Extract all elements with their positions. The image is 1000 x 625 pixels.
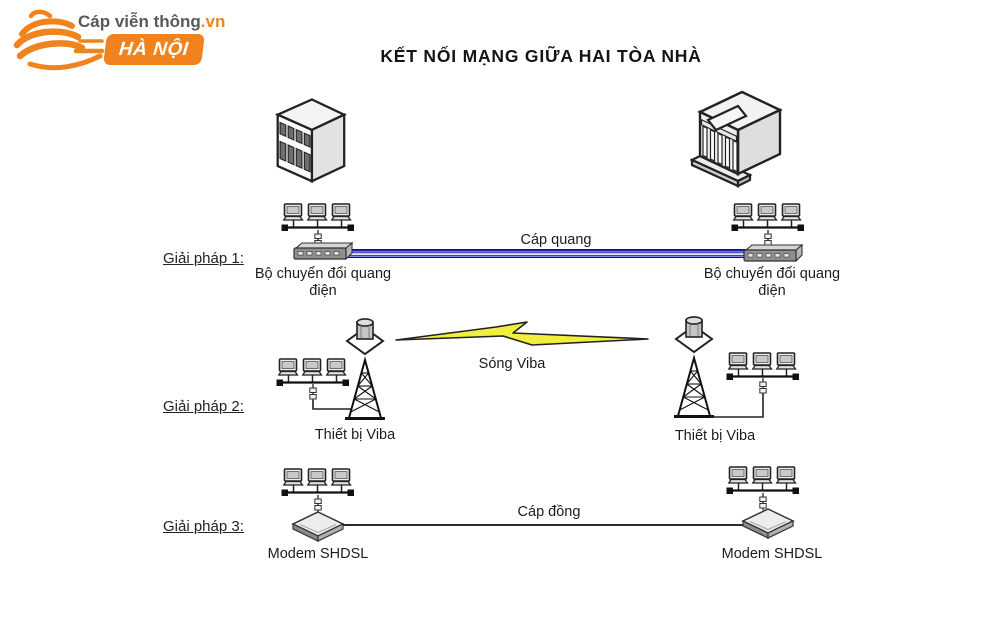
microwave-tower-right-icon bbox=[672, 315, 716, 418]
converter-right-label: Bộ chuyển đổi quang điện bbox=[703, 266, 841, 299]
lan-group-s3-left bbox=[282, 469, 355, 496]
logo-domain-suffix: .vn bbox=[200, 12, 226, 31]
viba-left-label: Thiết bị Viba bbox=[314, 427, 396, 443]
drop-cable-s3-left bbox=[314, 494, 322, 513]
fiber-link-label: Cáp quang bbox=[520, 232, 592, 248]
lan-group-s1-right bbox=[732, 204, 805, 231]
solution2-label: Giải pháp 2: bbox=[163, 398, 244, 415]
logo-brand: Cáp viễn thông bbox=[78, 12, 201, 31]
drop-cable-s3-right bbox=[759, 492, 767, 511]
modem-right-icon bbox=[742, 508, 794, 539]
copper-link-label: Cáp đồng bbox=[517, 504, 581, 520]
site-logo: Cáp viễn thông.vn HÀ NỘI bbox=[10, 4, 225, 76]
tower-feed-line-left bbox=[312, 400, 351, 410]
lan-group-s2-left bbox=[277, 359, 350, 386]
solution3-label: Giải pháp 3: bbox=[163, 518, 244, 535]
solution1-label: Giải pháp 1: bbox=[163, 250, 244, 267]
lan-group-s3-right bbox=[727, 467, 800, 494]
viba-right-label: Thiết bị Viba bbox=[674, 428, 756, 444]
page-title: KẾT NỐI MẠNG GIỮA HAI TÒA NHÀ bbox=[380, 46, 702, 66]
fiber-optic-cable bbox=[348, 249, 746, 258]
logo-brand-text: Cáp viễn thông.vn bbox=[78, 12, 225, 32]
microwave-link-label: Sóng Viba bbox=[478, 356, 546, 372]
building-right bbox=[690, 90, 782, 188]
converter-left-label: Bộ chuyển đổi quang điện bbox=[254, 266, 392, 299]
drop-cable-s2-right bbox=[759, 377, 767, 396]
media-converter-right-icon bbox=[743, 244, 803, 262]
lan-group-s1-left bbox=[282, 204, 355, 231]
modem-right-label: Modem SHDSL bbox=[721, 546, 823, 562]
microwave-tower-left-icon bbox=[343, 317, 387, 420]
drop-cable-s1-right bbox=[764, 229, 772, 248]
media-converter-left-icon bbox=[293, 242, 353, 260]
building-left bbox=[276, 98, 346, 183]
microwave-bolt-icon bbox=[395, 321, 649, 346]
lan-group-s2-right bbox=[727, 353, 800, 380]
drop-cable-s2-left bbox=[309, 383, 317, 402]
tower-feed-line-right bbox=[710, 394, 764, 418]
modem-left-icon bbox=[292, 511, 344, 542]
modem-left-label: Modem SHDSL bbox=[267, 546, 369, 562]
cable-coil-icon bbox=[13, 9, 105, 71]
